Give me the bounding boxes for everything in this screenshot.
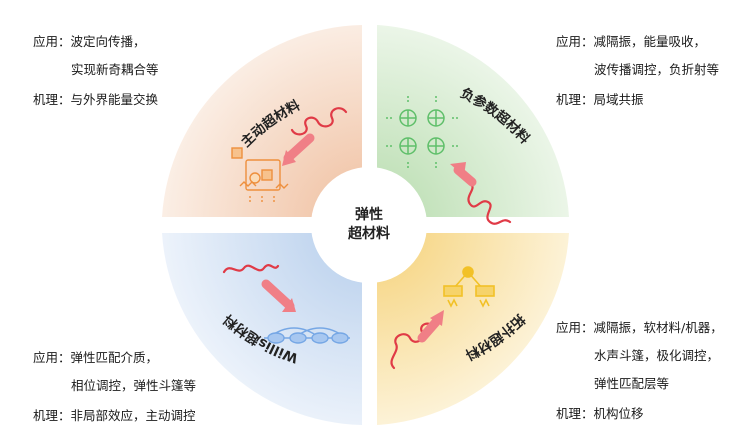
center-hub: [311, 167, 427, 283]
note-top-left-application: 应用：波定向传播，: [33, 34, 146, 49]
note-top-right-application: 应用：减隔振，能量吸收，: [556, 34, 707, 49]
wave-topological: [390, 322, 436, 370]
active-device-icon: [231, 147, 289, 204]
note-top-right-mechanism: 机理：局域共振: [556, 92, 644, 107]
note-top-left-mechanism: 机理：与外界能量交换: [33, 92, 159, 107]
note-bottom-right-application-cont2: 弹性匹配层等: [594, 376, 670, 391]
topological-mechanism-icon: [443, 266, 495, 308]
arrow-negative: [450, 162, 477, 187]
wave-negative: [467, 182, 512, 225]
note-bottom-left-application: 应用：弹性匹配介质，: [33, 350, 159, 365]
wave-willis: [222, 264, 280, 274]
quadrant-willis: [162, 233, 362, 425]
arrow-topological: [417, 310, 444, 343]
center-title-line1: 弹性: [355, 206, 383, 223]
note-bottom-left-mechanism: 机理：非局部效应，主动调控: [33, 408, 196, 423]
note-bottom-right-mechanism: 机理：机构位移: [556, 406, 644, 421]
wave-active: [290, 107, 348, 136]
note-top-right-application-cont: 波传播调控，负折射等: [594, 62, 720, 77]
arrow-active: [282, 133, 315, 166]
quadrant-negative: [377, 25, 569, 217]
willis-chain-icon: [264, 327, 350, 344]
negative-resonator-icon: [384, 94, 460, 170]
arrow-willis: [261, 279, 296, 312]
note-bottom-left-application-cont: 相位调控，弹性斗篷等: [71, 378, 197, 393]
note-top-left-application-cont: 实现新奇耦合等: [71, 62, 159, 77]
note-bottom-right-application: 应用：减隔振，软材料/机器，: [556, 320, 723, 335]
note-bottom-right-application-cont: 水声斗篷，极化调控，: [594, 348, 720, 363]
quadrant-active: [162, 25, 362, 217]
center-title-line2: 超材料: [347, 225, 390, 242]
quadrant-topological: [377, 233, 569, 425]
